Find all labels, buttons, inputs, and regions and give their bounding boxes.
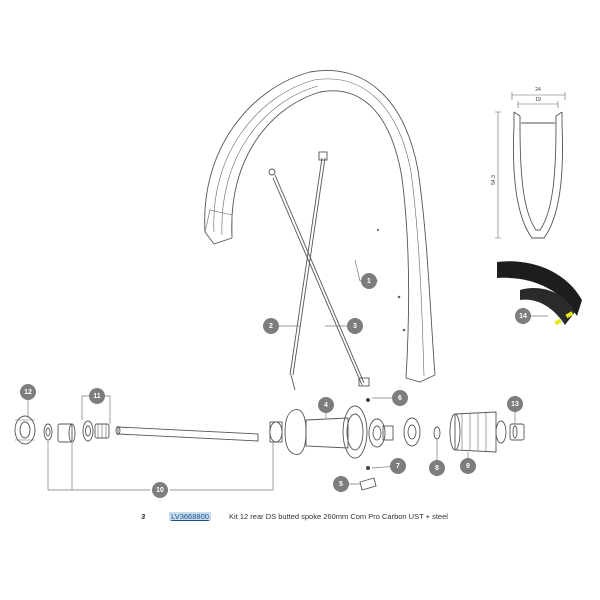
callout-12[interactable]: 12 [20,384,36,400]
callout-label: 2 [269,323,273,330]
callout-7[interactable]: 7 [390,458,406,474]
dim-outer-width: 24 [535,87,541,93]
rim-section [204,70,436,383]
callout-label: 9 [466,463,470,470]
callout-2[interactable]: 2 [263,318,279,334]
callout-label: 6 [398,395,402,402]
hub [269,405,394,459]
callout-label: 14 [519,313,527,320]
caption-description: Kit 12 rear DS butted spoke 260mm Com Pr… [229,512,448,521]
callout-label: 5 [339,481,343,488]
dim-rim-depth: 54.3 [491,175,497,185]
callout-1[interactable]: 1 [361,273,377,289]
axle [115,426,259,442]
dim-inner-width: 19 [535,97,541,103]
callout-4[interactable]: 4 [318,397,334,413]
tire-section [497,261,582,326]
callout-label: 12 [24,389,32,396]
rim-cross-section: 24 19 54.3 [491,87,566,239]
parts-caption-row: 3 LV3668800 Kit 12 rear DS butted spoke … [141,512,448,521]
callout-13[interactable]: 13 [507,396,523,412]
callout-8[interactable]: 8 [429,460,445,476]
callout-10[interactable]: 10 [152,482,168,498]
callout-label: 13 [511,401,519,408]
small-parts [358,377,377,491]
leader-lines [27,259,548,491]
callout-14[interactable]: 14 [515,308,531,324]
callout-label: 10 [156,487,164,494]
callout-11[interactable]: 11 [89,388,105,404]
left-parts [14,415,110,445]
callout-9[interactable]: 9 [460,458,476,474]
callout-5[interactable]: 5 [333,476,349,492]
callout-label: 11 [93,393,101,400]
callout-label: 1 [367,278,371,285]
caption-reference-link[interactable]: LV3668800 [169,512,211,521]
callout-label: 3 [353,323,357,330]
callout-3[interactable]: 3 [347,318,363,334]
callout-label: 8 [435,465,439,472]
callout-label: 4 [324,402,328,409]
callout-label: 7 [396,463,400,470]
freehub [403,411,525,453]
spokes [268,151,365,391]
callout-6[interactable]: 6 [392,390,408,406]
caption-item-number: 3 [141,512,146,521]
